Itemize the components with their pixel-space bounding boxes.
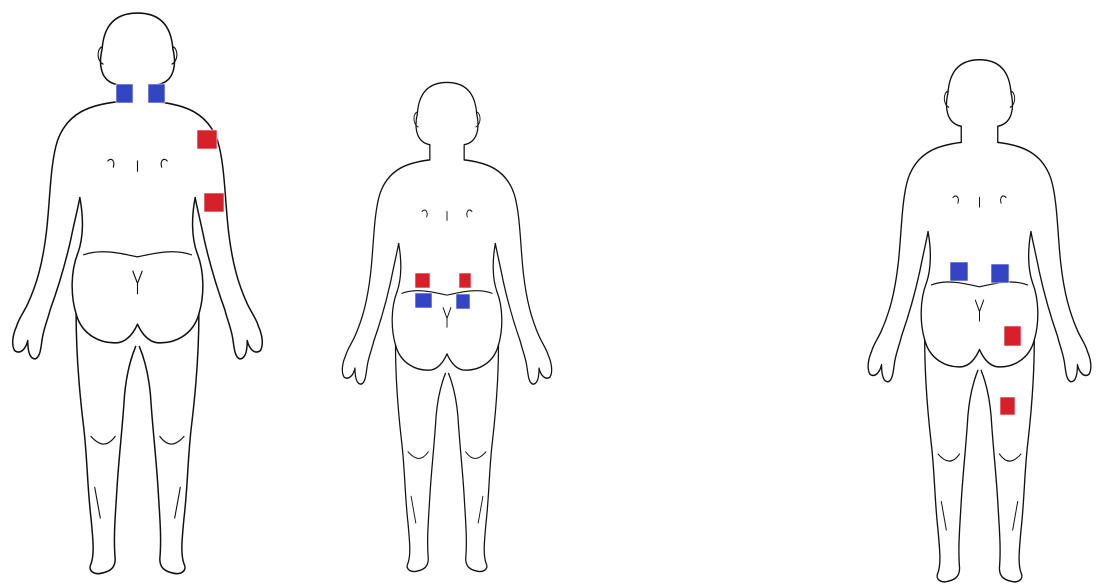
electrode-blue	[116, 84, 133, 103]
electrode-blue	[950, 262, 968, 281]
electrode-red	[1004, 326, 1021, 346]
electrode-blue	[148, 84, 165, 103]
electrode-red	[197, 130, 217, 149]
body-figure-2	[342, 82, 551, 571]
electrode-blue	[456, 294, 470, 309]
electrode-red	[204, 193, 224, 212]
body-figure-3	[868, 60, 1091, 582]
electrode-red	[459, 273, 471, 288]
electrode-red	[1000, 397, 1015, 415]
body-figure-1	[13, 13, 263, 574]
electrode-blue	[991, 264, 1009, 283]
electrode-blue	[415, 293, 432, 308]
electrode-red	[415, 273, 430, 288]
